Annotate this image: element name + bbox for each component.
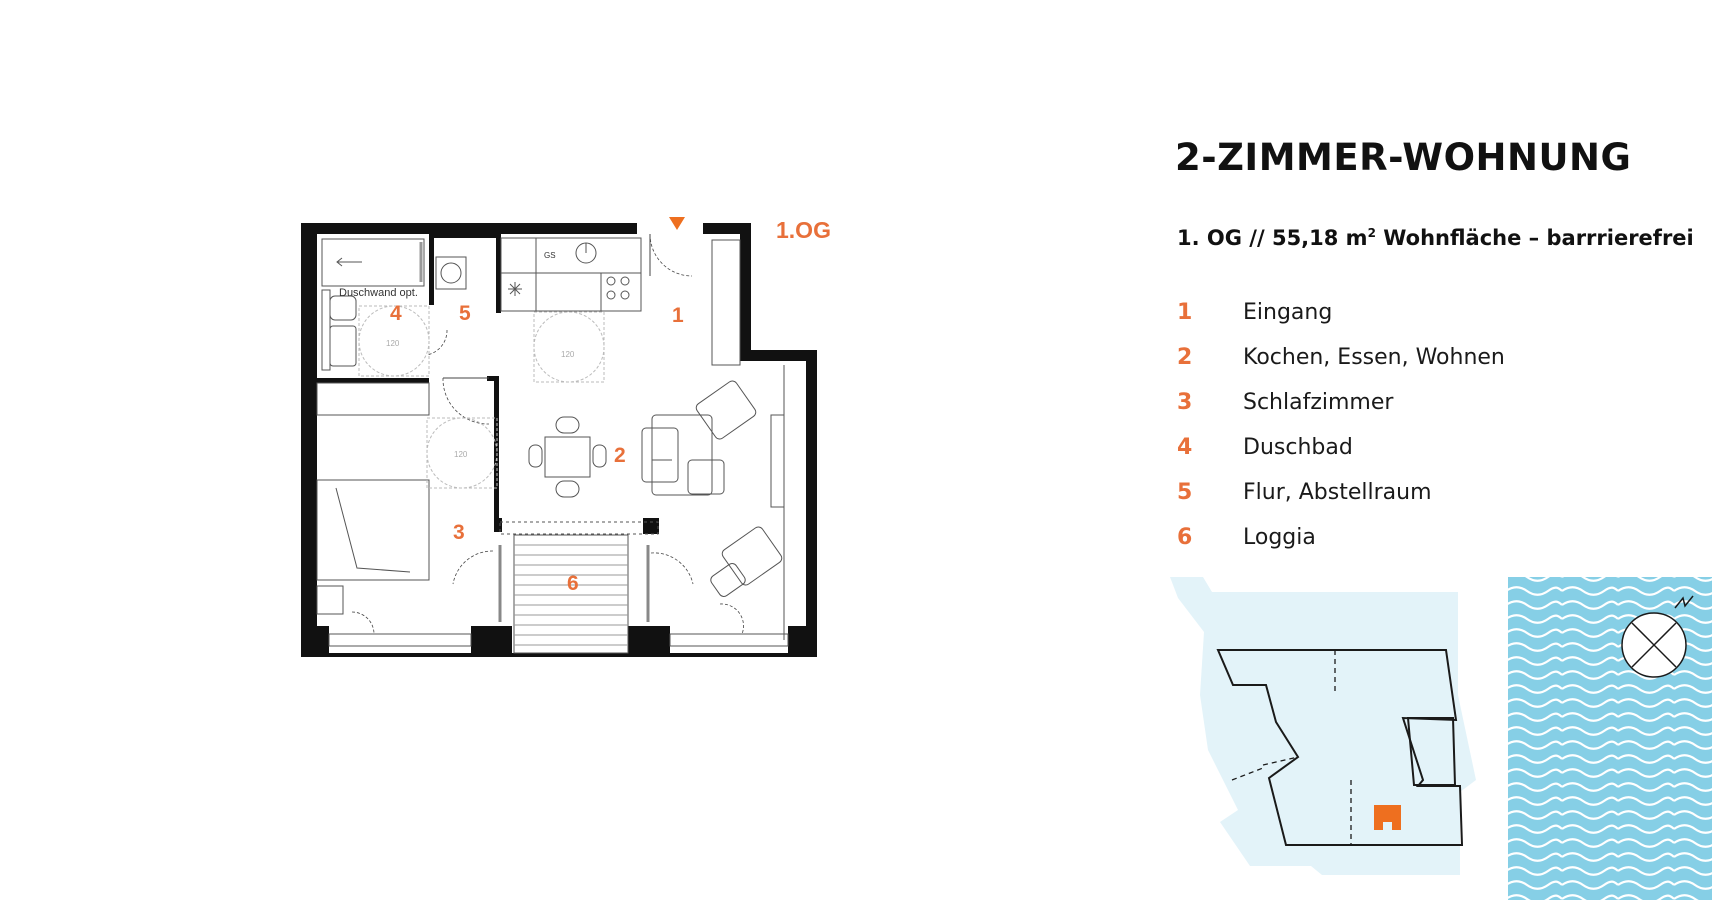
- legend-number: 5: [1177, 480, 1193, 505]
- legend-number: 4: [1177, 435, 1193, 460]
- fixtures: [316, 237, 789, 654]
- legend-item: 2 Kochen, Essen, Wohnen: [1177, 335, 1505, 380]
- subtitle: 1. OG // 55,18 m2 Wohnfläche – barrriere…: [1177, 226, 1694, 250]
- legend-item: 4 Duschbad: [1177, 425, 1505, 470]
- subtitle-sup: 2: [1367, 226, 1376, 240]
- legend-item: 5 Flur, Abstellraum: [1177, 470, 1505, 515]
- room-number-4: 4: [390, 302, 402, 325]
- legend-number: 2: [1177, 345, 1193, 370]
- legend-label: Duschbad: [1243, 435, 1353, 460]
- wall-corner-br: [788, 626, 817, 656]
- legend-label: Kochen, Essen, Wohnen: [1243, 345, 1505, 370]
- wall-pier-a: [494, 518, 502, 532]
- legend-label: Loggia: [1243, 525, 1316, 550]
- subtitle-main: 1. OG // 55,18 m: [1177, 226, 1368, 250]
- loggia-slats: [514, 544, 628, 646]
- wall-store-top: [429, 233, 501, 238]
- door-leaves: [443, 234, 651, 622]
- wall-top-right: [703, 223, 751, 234]
- site-plan: [1170, 577, 1712, 900]
- legend-number: 3: [1177, 390, 1193, 415]
- stove-label: GS: [544, 251, 556, 260]
- floor-label: 1.OG: [776, 217, 831, 243]
- legend-label: Flur, Abstellraum: [1243, 480, 1432, 505]
- wall-store-kitchen: [496, 233, 501, 313]
- building-outline: [1216, 649, 1464, 846]
- wall-stub: [487, 376, 499, 381]
- subtitle-rest: Wohnfläche – barrrierefrei: [1375, 226, 1694, 250]
- turning-circles: [358, 305, 605, 489]
- room-number-5: 5: [459, 302, 471, 325]
- legend-item: 1 Eingang: [1177, 290, 1505, 335]
- compass-icon: [1621, 595, 1694, 678]
- page-title: 2-ZIMMER-WOHNUNG: [1175, 136, 1632, 179]
- wall-notch-left: [740, 223, 751, 353]
- circle-label-bath: 120: [386, 339, 400, 348]
- legend-item: 6 Loggia: [1177, 515, 1505, 560]
- shower-label: Duschwand opt.: [339, 287, 418, 299]
- wall-corner-bl: [301, 626, 329, 656]
- wall-bath-store: [429, 233, 434, 305]
- floor-plan: Duschwand opt. GS 120 120 120 1 2 3 4 5 …: [301, 217, 831, 657]
- door-swings: [351, 233, 744, 635]
- legend-label: Schlafzimmer: [1243, 390, 1394, 415]
- wall-pier-1: [471, 626, 512, 656]
- wall-pier-b: [643, 518, 659, 534]
- wall-bottom-line: [301, 653, 817, 657]
- wall-pier-2: [628, 626, 670, 656]
- building-divisions: [1231, 650, 1352, 845]
- legend-number: 6: [1177, 525, 1193, 550]
- entrance-arrow-icon: [669, 217, 685, 230]
- room-number-6: 6: [567, 572, 579, 595]
- circle-label-bedroom: 120: [454, 450, 468, 459]
- room-number-3: 3: [453, 521, 465, 544]
- apartment-marker-icon: [1374, 805, 1401, 830]
- wall-notch-top: [740, 350, 816, 361]
- room-number-1: 1: [672, 304, 684, 327]
- legend-item: 3 Schlafzimmer: [1177, 380, 1505, 425]
- room-number-2: 2: [614, 444, 626, 467]
- wall-top-left: [301, 223, 637, 234]
- wall-right: [806, 350, 817, 656]
- wall-left: [301, 223, 317, 656]
- legend-number: 1: [1177, 300, 1193, 325]
- circle-label-kitchen: 120: [561, 350, 575, 359]
- wall-bath-bottom: [317, 378, 429, 383]
- site-ground: [1170, 577, 1476, 875]
- legend-label: Eingang: [1243, 300, 1333, 325]
- room-legend: 1 Eingang 2 Kochen, Essen, Wohnen 3 Schlafz…: [1177, 290, 1505, 560]
